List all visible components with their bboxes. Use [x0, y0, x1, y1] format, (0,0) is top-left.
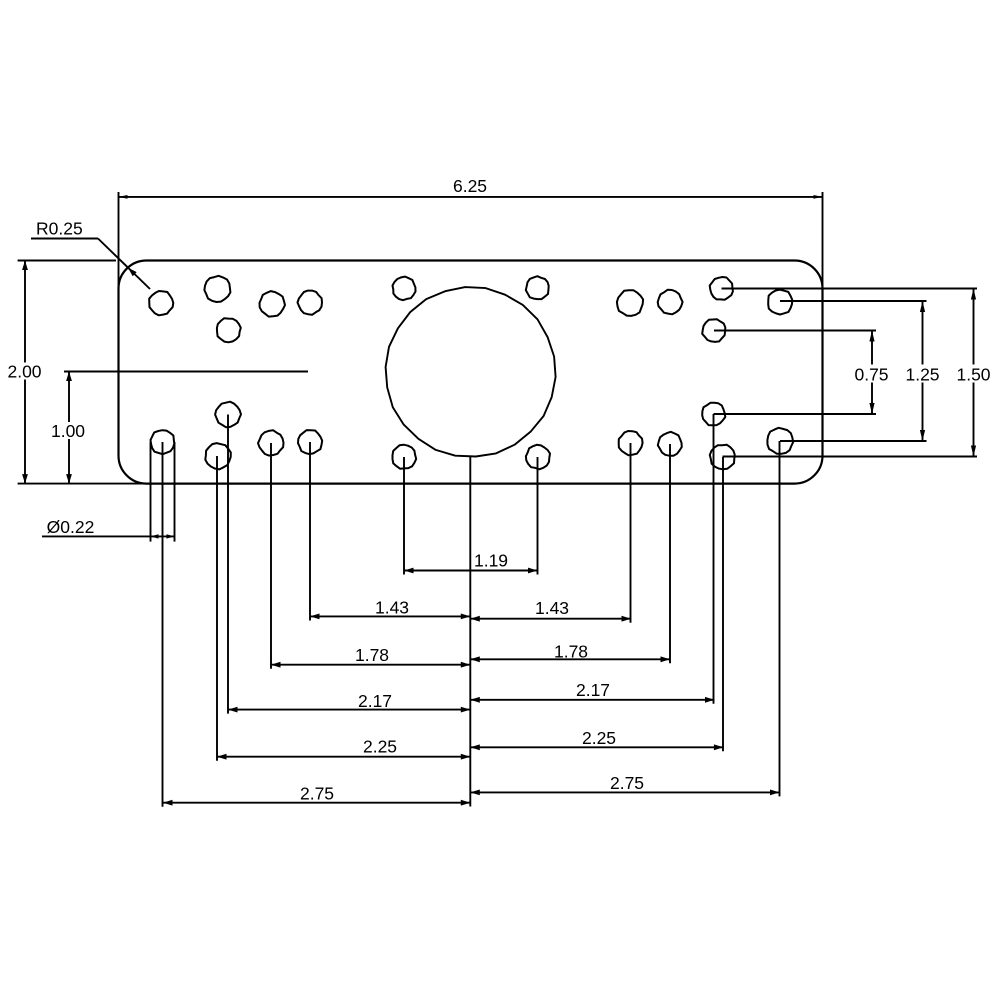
svg-text:1.78: 1.78 [355, 645, 389, 665]
svg-text:1.43: 1.43 [535, 598, 569, 618]
svg-text:1.19: 1.19 [474, 551, 508, 571]
svg-text:2.25: 2.25 [582, 728, 616, 748]
svg-text:2.25: 2.25 [363, 737, 397, 757]
svg-text:1.43: 1.43 [375, 598, 409, 618]
svg-text:6.25: 6.25 [453, 176, 487, 196]
svg-text:1.50: 1.50 [956, 365, 990, 385]
svg-text:1.00: 1.00 [51, 421, 85, 441]
svg-text:2.75: 2.75 [610, 773, 644, 793]
svg-text:2.00: 2.00 [7, 362, 41, 382]
svg-text:2.17: 2.17 [358, 691, 392, 711]
svg-text:Ø0.22: Ø0.22 [47, 517, 95, 537]
svg-text:2.17: 2.17 [576, 680, 610, 700]
svg-text:1.78: 1.78 [554, 642, 588, 662]
svg-text:0.75: 0.75 [854, 365, 888, 385]
svg-text:2.75: 2.75 [300, 784, 334, 804]
svg-text:R0.25: R0.25 [36, 219, 83, 239]
svg-text:1.25: 1.25 [905, 365, 939, 385]
